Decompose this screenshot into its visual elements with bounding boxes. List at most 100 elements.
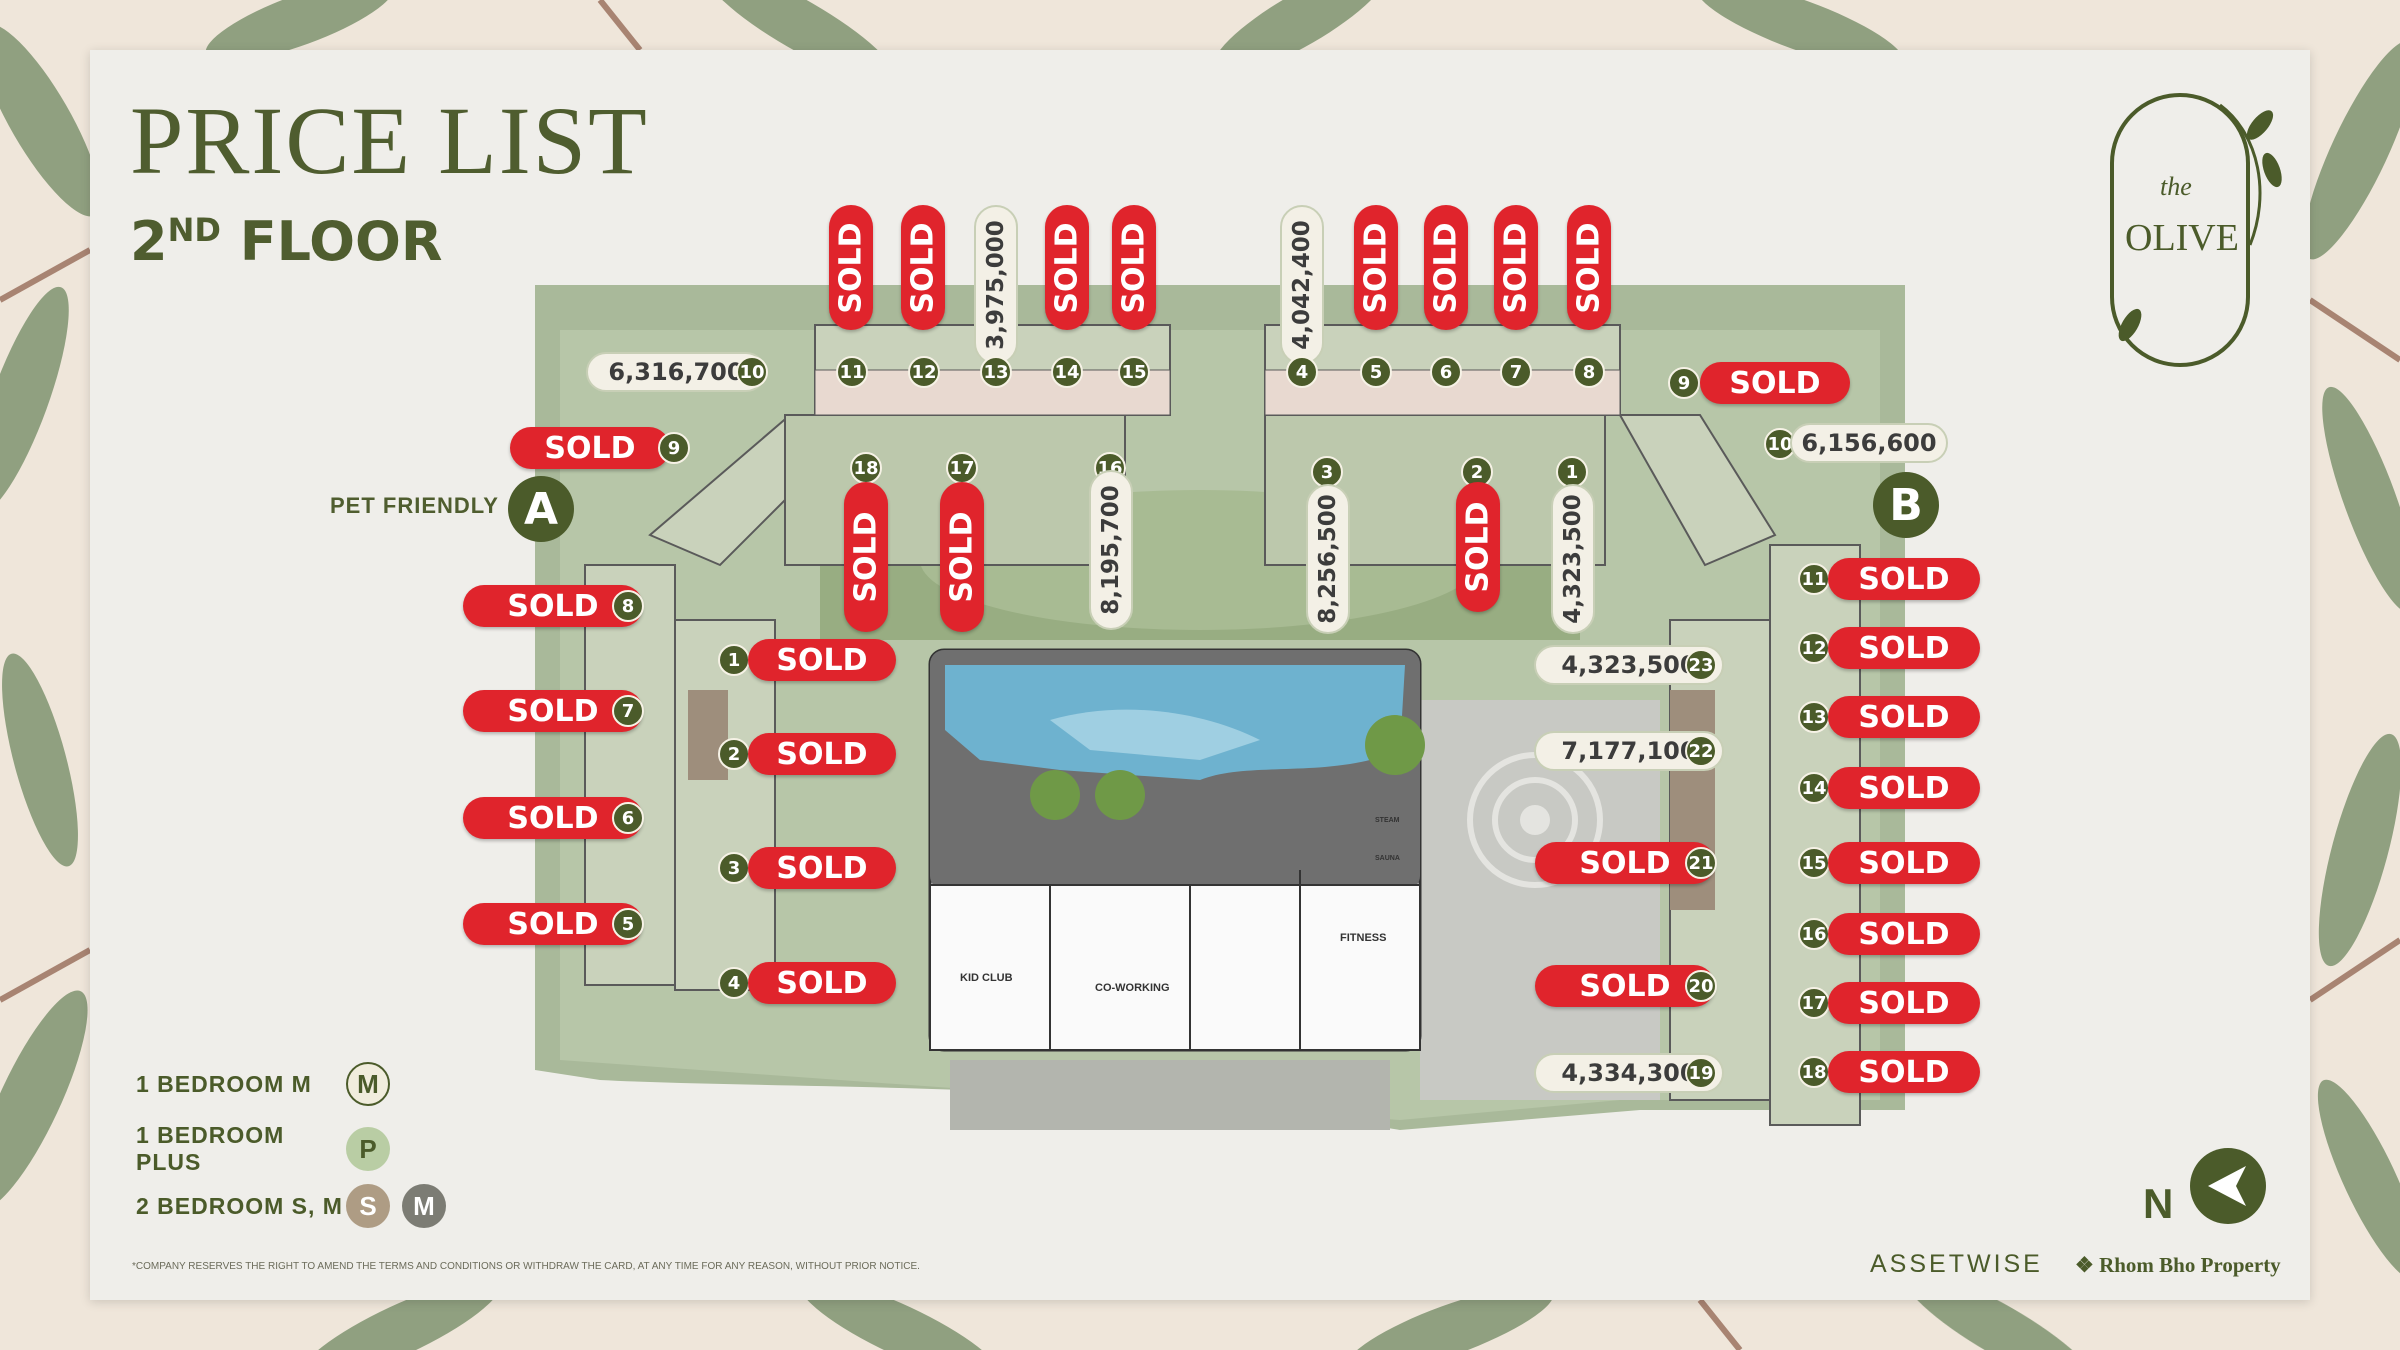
disclaimer: *COMPANY RESERVES THE RIGHT TO AMEND THE… [132,1261,920,1272]
building-b-marker: B [1873,472,1939,538]
unit-a3-number: 3 [718,852,750,884]
rhom-bho-text: Rhom Bho Property [2099,1253,2281,1277]
building-a-marker: A [508,476,574,542]
unit-a18-number: 18 [850,452,882,484]
unit-b17-status[interactable]: SOLD [1828,982,1980,1024]
legend-badge: M [402,1184,446,1228]
unit-b11-number: 11 [1798,563,1830,595]
unit-a4-status[interactable]: SOLD [748,962,896,1004]
coworking-label: CO-WORKING [1095,982,1170,994]
unit-a8-number: 8 [612,590,644,622]
unit-b11-status[interactable]: SOLD [1828,558,1980,600]
unit-b22-number: 22 [1685,735,1717,767]
unit-b3-status[interactable]: 8,256,500 [1306,484,1350,634]
legend-badge: P [346,1127,390,1171]
unit-b14-number: 14 [1798,772,1830,804]
kid-club-label: KID CLUB [960,972,1013,984]
legend-label: 1 BEDROOM PLUS [136,1122,285,1175]
legend-1bed-m: 1 BEDROOM M M [136,1062,390,1106]
unit-b23-number: 23 [1685,649,1717,681]
unit-a18-status[interactable]: SOLD [844,482,888,632]
unit-b18-number: 18 [1798,1056,1830,1088]
unit-b7-number: 7 [1500,356,1532,388]
north-arrow-icon [2190,1148,2266,1224]
unit-a11-number: 11 [836,356,868,388]
unit-b7-status[interactable]: SOLD [1494,205,1538,330]
unit-a5-number: 5 [612,908,644,940]
unit-b1-number: 1 [1556,456,1588,488]
legend-badge: S [346,1184,390,1228]
unit-a2-status[interactable]: SOLD [748,733,896,775]
unit-b2-status[interactable]: SOLD [1456,482,1500,612]
unit-b19-number: 19 [1685,1057,1717,1089]
unit-a13-number: 13 [980,356,1012,388]
unit-b21-number: 21 [1685,847,1717,879]
unit-a2-number: 2 [718,738,750,770]
unit-b16-status[interactable]: SOLD [1828,913,1980,955]
floor-suffix: ND [167,211,221,249]
unit-b8-number: 8 [1573,356,1605,388]
unit-a17-status[interactable]: SOLD [940,482,984,632]
unit-a4-number: 4 [718,967,750,999]
unit-a9-status[interactable]: SOLD [510,427,670,469]
unit-b13-number: 13 [1798,701,1830,733]
unit-b15-number: 15 [1798,847,1830,879]
unit-b16-number: 16 [1798,918,1830,950]
pet-friendly-label: PET FRIENDLY [330,493,499,518]
unit-a17-number: 17 [946,452,978,484]
unit-b20-status[interactable]: SOLD [1535,965,1715,1007]
unit-b1-status[interactable]: 4,323,500 [1551,484,1595,634]
unit-a16-status[interactable]: 8,195,700 [1089,470,1133,630]
unit-b13-status[interactable]: SOLD [1828,696,1980,738]
unit-b14-status[interactable]: SOLD [1828,767,1980,809]
unit-a11-status[interactable]: SOLD [829,205,873,330]
page-title: PRICE LIST [130,87,649,194]
unit-b4-status[interactable]: 4,042,400 [1280,205,1324,365]
unit-b17-number: 17 [1798,987,1830,1019]
unit-a10-status[interactable]: 6,316,700 [586,352,766,392]
unit-b10-number: 10 [1764,428,1796,460]
unit-b8-status[interactable]: SOLD [1567,205,1611,330]
steam-label: STEAM [1375,817,1400,824]
legend-2bed: 2 BEDROOM S, M S M [136,1184,446,1228]
unit-a15-status[interactable]: SOLD [1112,205,1156,330]
unit-b10-status[interactable]: 6,156,600 [1790,423,1948,463]
unit-b4-number: 4 [1286,356,1318,388]
unit-a15-number: 15 [1118,356,1150,388]
unit-a10-number: 10 [736,356,768,388]
sauna-label: SAUNA [1375,855,1400,862]
unit-a1-status[interactable]: SOLD [748,639,896,681]
unit-a13-status[interactable]: 3,975,000 [974,205,1018,365]
unit-b3-number: 3 [1311,456,1343,488]
legend-label: 2 BEDROOM S, M [136,1192,343,1219]
unit-b9-number: 9 [1668,367,1700,399]
unit-a1-number: 1 [718,644,750,676]
legend-label: 1 BEDROOM M [136,1070,312,1097]
floor-number: 2 [130,210,168,273]
unit-b5-number: 5 [1360,356,1392,388]
fitness-label: FITNESS [1340,932,1387,944]
unit-b20-number: 20 [1685,970,1717,1002]
unit-b9-status[interactable]: SOLD [1700,362,1850,404]
unit-b5-status[interactable]: SOLD [1354,205,1398,330]
unit-b18-status[interactable]: SOLD [1828,1051,1980,1093]
floor-label: 2ND FLOOR [130,210,443,273]
unit-a3-status[interactable]: SOLD [748,847,896,889]
unit-b15-status[interactable]: SOLD [1828,842,1980,884]
floor-word: FLOOR [239,210,443,273]
unit-b12-status[interactable]: SOLD [1828,627,1980,669]
assetwise-logo: ASSETWISE [1870,1250,2043,1278]
unit-a9-number: 9 [658,432,690,464]
north-label: N [2143,1180,2174,1227]
unit-a12-status[interactable]: SOLD [901,205,945,330]
olive-logo: the OLIVE [2110,93,2282,367]
logo-small-text: the [2160,172,2192,201]
legend-badge: M [346,1062,390,1106]
unit-b12-number: 12 [1798,632,1830,664]
unit-a8-status[interactable]: SOLD [463,585,643,627]
unit-b21-status[interactable]: SOLD [1535,842,1715,884]
unit-b6-number: 6 [1430,356,1462,388]
legend-1bed-plus: 1 BEDROOM PLUS P [136,1122,390,1176]
unit-b6-status[interactable]: SOLD [1424,205,1468,330]
unit-a14-status[interactable]: SOLD [1045,205,1089,330]
